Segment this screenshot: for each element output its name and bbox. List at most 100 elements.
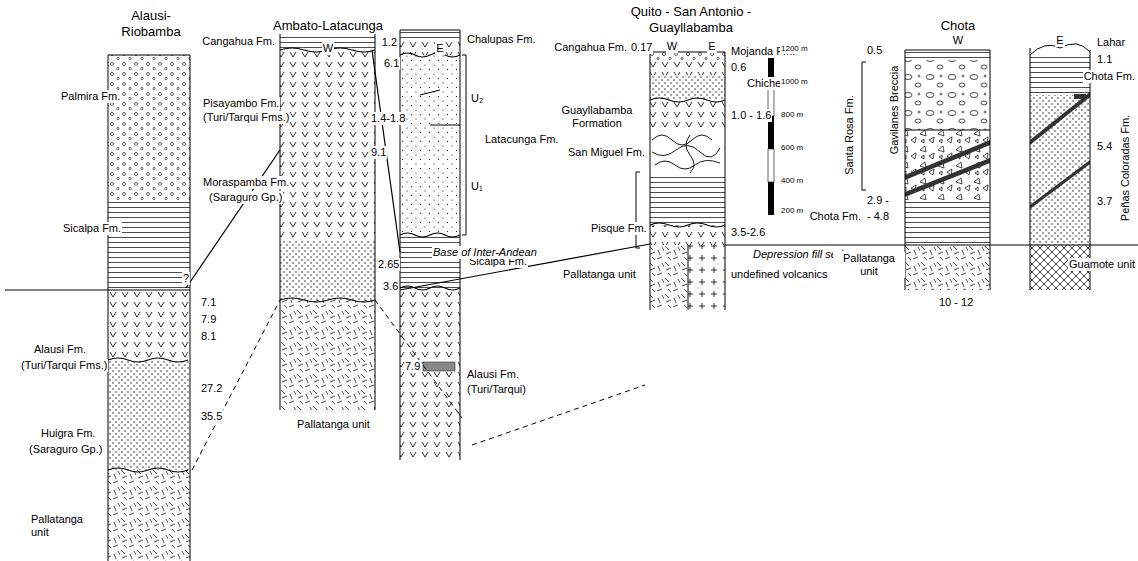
formation-label: (Turi/Tarqui Fms.) (202, 111, 290, 124)
formation-label: 800 m (780, 110, 804, 120)
drawing-path (108, 358, 188, 472)
formation-label: E (707, 40, 716, 53)
drawing-rect (108, 200, 190, 290)
drawing-rect (905, 60, 990, 130)
formation-label: U₂ (470, 92, 484, 105)
formation-label: 1.0 - 1.6 (730, 109, 772, 122)
drawing-rect (280, 300, 375, 410)
formation-label: 7.1 (200, 296, 217, 309)
formation-label: W (322, 42, 334, 55)
formation-label: 0.5 (866, 44, 883, 57)
formation-label: Pallatanga unit (30, 513, 102, 539)
drawing-rect (280, 240, 375, 300)
drawing-path (862, 62, 866, 190)
drawing-path (192, 300, 645, 470)
drawing-rect (650, 225, 725, 245)
formation-label: 5.4 (1096, 140, 1113, 153)
formation-label: Guayllabamba Formation (552, 104, 642, 130)
drawing-path (280, 30, 375, 410)
formation-label: Moraspamba Fm. (202, 176, 290, 189)
vertical-label: Santa Rosa Fm. (843, 94, 856, 175)
formation-label: 7.9 (200, 313, 217, 326)
drawing-polygon (905, 140, 990, 180)
drawing-path (186, 150, 280, 288)
formation-label: 0.17 (630, 41, 653, 54)
vertical-label: Gavilanes Breccia (888, 65, 901, 156)
drawing-polygon (1030, 160, 1090, 209)
formation-label: W (666, 40, 678, 53)
drawing-rect (768, 149, 774, 182)
formation-label: Alausi- Riobamba (115, 8, 187, 39)
drawing-rect (650, 62, 725, 75)
drawing-rect (650, 75, 725, 100)
formation-label: Lahar (1096, 36, 1126, 49)
drawing-rect (108, 290, 190, 360)
formation-label: 1200 m (780, 44, 809, 54)
formation-label: Guamote unit (1068, 258, 1136, 271)
formation-label: Alausi Fm. (33, 343, 87, 356)
formation-label: Sicalpa Fm. (62, 222, 122, 235)
correlation-lines (186, 50, 1138, 470)
drawing-rect (905, 50, 990, 60)
drawing-rect (650, 175, 725, 225)
drawing-rect (423, 362, 455, 371)
drawing-path (636, 172, 640, 248)
formation-label: ? (182, 272, 190, 285)
scale-bar (768, 50, 774, 215)
formation-label: 2.9 - (866, 194, 890, 207)
formation-label: 0.6 (730, 61, 747, 74)
drawing-rect (108, 360, 190, 470)
formation-label: Quito - San Antonio - Guayllabamba (610, 4, 772, 35)
drawing-rect (108, 55, 190, 200)
formation-label: 600 m (780, 143, 804, 153)
formation-label: Cangahua Fm. (553, 41, 628, 54)
drawing-path (652, 135, 720, 173)
drawing-path (5, 289, 190, 290)
drawing-polygon (1030, 92, 1090, 145)
formation-label: Chalupas Fm. (466, 33, 536, 46)
drawing-rect (108, 470, 190, 561)
formation-label: - 4.8 (866, 210, 890, 223)
drawing-rect (905, 245, 990, 290)
formation-label: San Miguel Fm. (567, 146, 646, 159)
drawing-rect (905, 130, 990, 200)
formation-label: Pisayambo Fm. (202, 97, 280, 110)
formation-label: 3.5-2.6 (730, 226, 766, 239)
formation-label: E (1055, 34, 1064, 47)
formation-label: (Turi/Tarqui Fms.) (20, 359, 108, 372)
formation-label: 7.9 (404, 360, 421, 373)
drawing-path (280, 48, 375, 302)
formation-label: 2.65 (377, 258, 400, 271)
drawing-rect (768, 182, 774, 215)
formation-label: Base of Inter-Andean (432, 246, 538, 259)
formation-label: 27.2 (200, 382, 223, 395)
formation-label: (Saraguro Gp.) (28, 443, 103, 456)
formation-label: W (952, 34, 964, 47)
chota-east-column (1030, 44, 1090, 290)
vertical-label: Peñas Coloradas Fm. (1119, 114, 1132, 222)
formation-label: Pallatanga unit (833, 252, 905, 278)
drawing-rect (905, 200, 990, 245)
formation-label: 3.6 (382, 280, 399, 293)
drawing-rect (650, 52, 725, 62)
formation-label: 200 m (780, 206, 804, 216)
drawing-path (462, 55, 466, 235)
formation-label: U₁ (470, 180, 484, 193)
drawing-rect (650, 100, 725, 130)
drawing-rect (650, 245, 688, 310)
drawing-path (400, 30, 460, 460)
formation-label: 6.1 (383, 57, 400, 70)
drawing-rect (280, 50, 375, 240)
drawing-path (400, 244, 1138, 290)
formation-label: Pallatanga unit (296, 418, 371, 431)
formation-label: 1000 m (780, 77, 809, 87)
ambato-east-column (400, 30, 466, 460)
drawing-polygon (905, 158, 990, 197)
drawing-rect (1074, 94, 1086, 99)
formation-label: 1.4-1.8 (370, 112, 406, 125)
drawing-rect (688, 245, 725, 310)
formation-label: Pallatanga unit (562, 268, 637, 281)
formation-label: 1.1 (1096, 53, 1113, 66)
drawing-path (1030, 48, 1090, 290)
